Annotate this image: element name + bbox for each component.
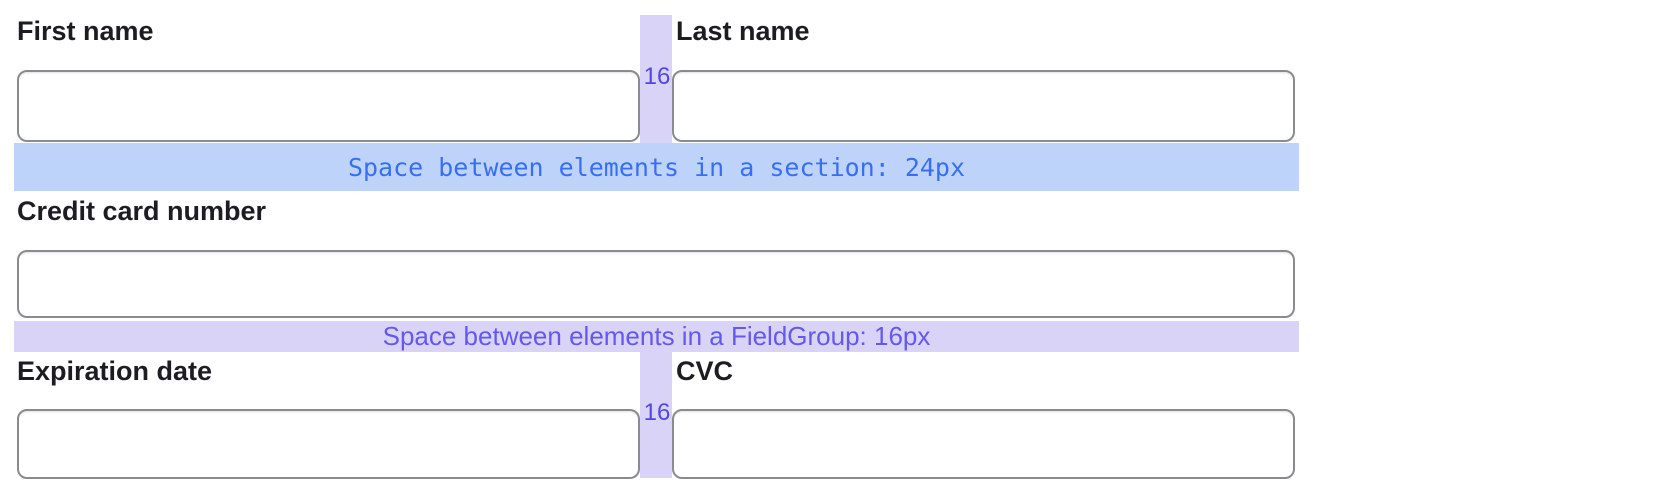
section-spacing-band-text: Space between elements in a section: 24p… [347,152,966,182]
column-gap-highlight-bottom [640,352,672,478]
first-name-input[interactable] [17,70,640,142]
last-name-input[interactable] [672,70,1295,142]
expiration-date-label: Expiration date [17,356,213,386]
first-name-label: First name [17,16,154,46]
last-name-label: Last name [676,16,810,46]
section-spacing-band: Space between elements in a section: 24p… [14,143,1299,191]
fieldgroup-spacing-band-text: Space between elements in a FieldGroup: … [382,321,931,351]
column-gap-highlight-top [640,15,672,143]
fieldgroup-spacing-band: Space between elements in a FieldGroup: … [14,321,1299,352]
cvc-label: CVC [676,356,734,386]
column-gap-size-label-top: 16 [643,63,671,90]
column-gap-size-label-bottom: 16 [643,399,671,426]
cvc-input[interactable] [672,409,1295,479]
credit-card-number-label: Credit card number [17,196,267,226]
expiration-date-input[interactable] [17,409,640,479]
credit-card-number-input[interactable] [17,250,1295,318]
